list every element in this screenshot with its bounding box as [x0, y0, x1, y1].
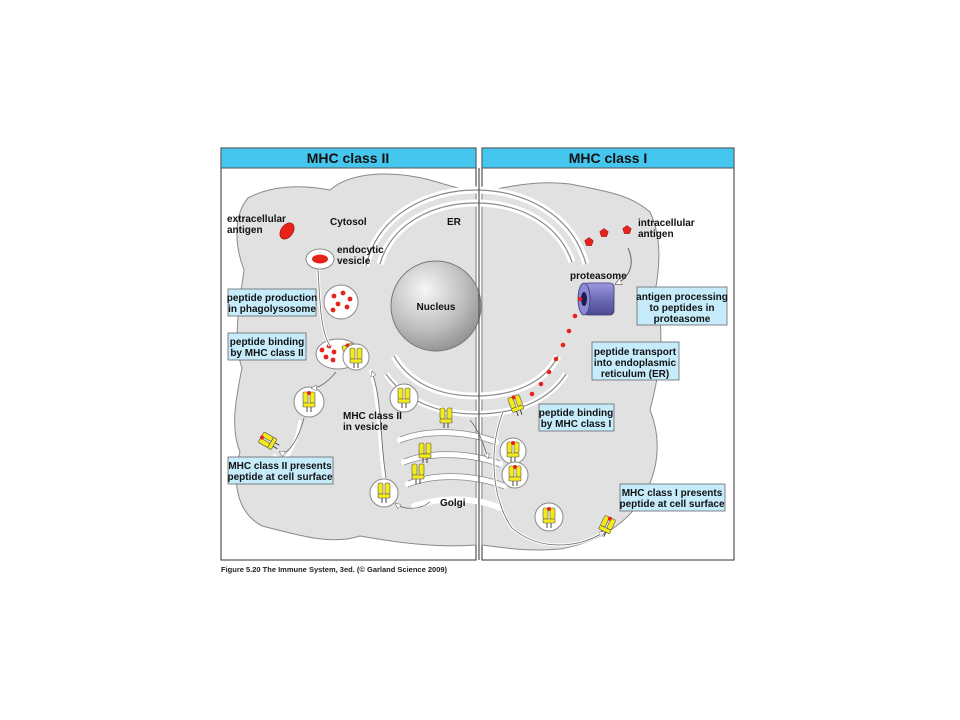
figure-caption: Figure 5.20 The Immune System, 3ed. (© G… — [221, 565, 448, 574]
peptide-chain — [529, 313, 578, 397]
mhc2-vesicle-2 — [342, 343, 370, 371]
mhc2-vesicle-3 — [389, 383, 419, 413]
golgi-stack — [397, 429, 507, 511]
extracellular-antigen — [279, 222, 295, 240]
mhc2-vesicle-golgi — [369, 478, 399, 508]
antigen-to-proteasome-arrow — [616, 247, 632, 284]
mhc1-vesicle-1 — [499, 437, 527, 465]
er-label: ER — [447, 217, 462, 228]
endocytic-vesicle — [305, 248, 335, 270]
proteasome-label: proteasome — [570, 271, 627, 282]
golgi-label: Golgi — [440, 498, 466, 509]
right-pathway-arrows — [469, 411, 604, 547]
mhc1-vesicle-2 — [501, 461, 529, 489]
mhc1-vesicle-3 — [534, 502, 564, 532]
left-panel-title: MHC class II — [307, 150, 389, 166]
nucleus — [390, 260, 482, 352]
proteasome — [577, 282, 615, 316]
right-panel-header — [481, 147, 735, 169]
left-panel-header — [220, 147, 477, 169]
phagolysosome — [323, 284, 359, 320]
cytosol-label: Cytosol — [330, 217, 367, 228]
right-panel-title: MHC class I — [569, 150, 648, 166]
left-pathway-arrows — [280, 269, 431, 508]
nucleus-label: Nucleus — [417, 302, 456, 313]
mhc2-vesicle-1 — [293, 386, 325, 418]
